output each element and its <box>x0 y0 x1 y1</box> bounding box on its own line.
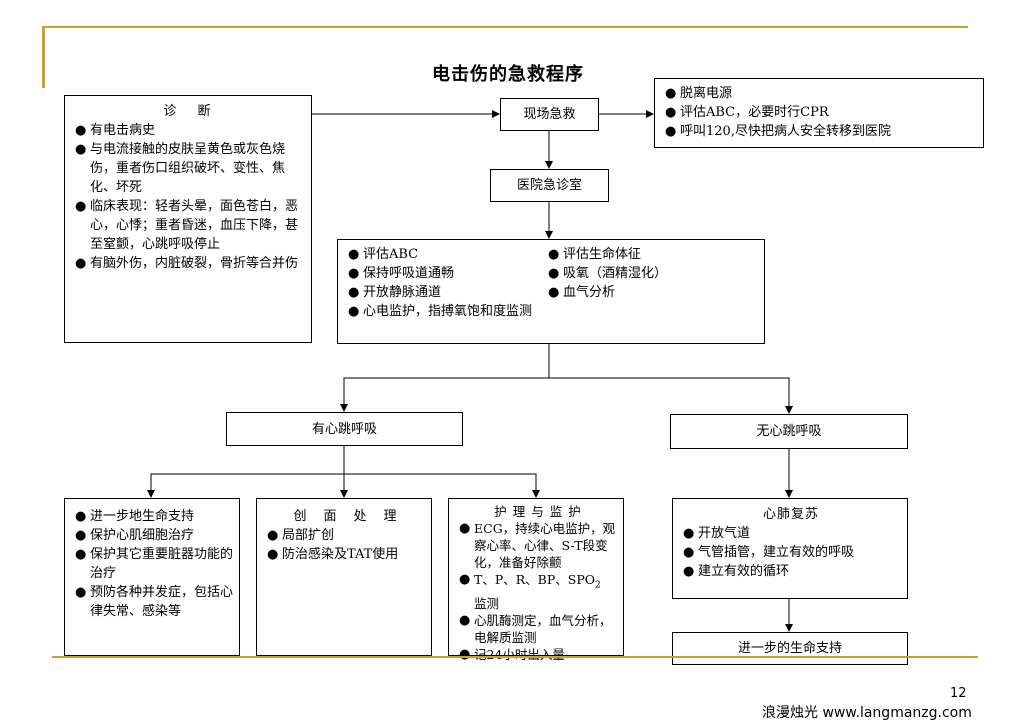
assessment-item: 评估ABC <box>348 245 540 264</box>
split-line-right <box>549 377 793 414</box>
vital-signs-suffix: 监测 <box>474 595 500 611</box>
spo2-subscript: 2 <box>594 580 601 591</box>
hospital-er-box: 医院急诊室 <box>490 169 609 202</box>
diagnosis-item: 临床表现：轻者头晕，面色苍白，恶心，心悸；重者昏迷，血压下降，甚至窒颤，心跳呼吸… <box>75 197 303 254</box>
cpr-item: 气管插管，建立有效的呼吸 <box>683 543 899 562</box>
onsite-action-item: 评估ABC，必要时行CPR <box>665 103 973 122</box>
assessment-item: 评估生命体征 <box>548 245 728 264</box>
assessment-item: 保持呼吸道通畅 <box>348 264 540 283</box>
cpr-item: 开放气道 <box>683 524 899 543</box>
watermark-text: 浪漫烛光 www.langmanzg.com <box>762 705 972 721</box>
page-number: 12 <box>950 686 967 701</box>
arrow-to-life-support <box>147 473 344 498</box>
nursing-item: 记24小时出入量 <box>459 646 617 663</box>
assessment-item: 心电监护，指搏氧饱和度监测 <box>348 302 754 321</box>
wound-care-item: 局部扩创 <box>267 526 425 545</box>
split-line <box>340 344 550 412</box>
decorative-line-top <box>42 26 968 28</box>
nursing-item: ECG，持续心电监护，观察心率、心律、S-T段变化，准备好除颤 <box>459 520 617 571</box>
wound-care-heading: 创 面 处 理 <box>293 509 399 524</box>
advanced-life-support-label: 进一步的生命支持 <box>737 641 842 656</box>
decorative-line-vertical <box>42 26 45 88</box>
wound-care-item: 防治感染及TAT使用 <box>267 545 425 564</box>
cpr-heading: 心肺复苏 <box>762 507 819 522</box>
onsite-action-item: 呼叫120,尽快把病人安全转移到医院 <box>665 122 973 141</box>
nursing-monitoring-box: 护 理 与 监 护 ECG，持续心电监护，观察心率、心律、S-T段变化，准备好除… <box>448 498 624 663</box>
life-support-box: 进一步地生命支持 保护心肌细胞治疗 保护其它重要脏器功能的治疗 预防各种并发症，… <box>64 498 240 656</box>
advanced-life-support-box: 进一步的生命支持 <box>672 632 908 665</box>
onsite-actions-box: 脱离电源 评估ABC，必要时行CPR 呼叫120,尽快把病人安全转移到医院 <box>654 78 984 148</box>
life-support-item: 保护心肌细胞治疗 <box>75 526 233 545</box>
vital-signs-text: T、P、R、BP、SPO <box>474 572 595 587</box>
assessment-item: 吸氧（酒精湿化） <box>548 264 728 283</box>
diagnosis-item: 有脑外伤，内脏破裂，骨折等合并伤 <box>75 254 303 273</box>
hospital-er-label: 医院急诊室 <box>516 178 582 193</box>
arrow-to-nursing <box>344 473 540 498</box>
with-heartbeat-label: 有心跳呼吸 <box>311 421 377 437</box>
no-heartbeat-box: 无心跳呼吸 <box>670 414 908 449</box>
wound-care-box: 创 面 处 理 局部扩创 防治感染及TAT使用 <box>256 498 432 656</box>
page-title: 电击伤的急救程序 <box>432 64 584 85</box>
nursing-item: T、P、R、BP、SPO2 监测 <box>459 571 617 612</box>
diagnosis-heading: 诊 断 <box>163 104 215 119</box>
cpr-item: 建立有效的循环 <box>683 562 899 581</box>
diagnosis-item: 与电流接触的皮肤呈黄色或灰色烧伤，重者伤口组织破坏、变性、焦化、坏死 <box>75 140 303 197</box>
diagnosis-item: 有电击病史 <box>75 121 303 140</box>
decorative-line-bottom <box>52 656 978 658</box>
onsite-action-item: 脱离电源 <box>665 84 973 103</box>
cpr-box: 心肺复苏 开放气道 气管插管，建立有效的呼吸 建立有效的循环 <box>672 498 908 599</box>
diagnosis-box: 诊 断 有电击病史 与电流接触的皮肤呈黄色或灰色烧伤，重者伤口组织破坏、变性、焦… <box>64 95 312 343</box>
with-heartbeat-box: 有心跳呼吸 <box>226 412 463 446</box>
onsite-emergency-box: 现场急救 <box>500 98 599 131</box>
nursing-heading: 护 理 与 监 护 <box>494 504 582 519</box>
hospital-assessment-box: 评估ABC 评估生命体征 保持呼吸道通畅 吸氧（酒精湿化） 开放静脉通道 血气分… <box>337 239 765 344</box>
assessment-item: 血气分析 <box>548 283 728 302</box>
onsite-emergency-label: 现场急救 <box>523 107 576 122</box>
life-support-item: 预防各种并发症，包括心律失常、感染等 <box>75 583 233 621</box>
assessment-item: 开放静脉通道 <box>348 283 540 302</box>
no-heartbeat-label: 无心跳呼吸 <box>756 424 822 439</box>
nursing-item: 心肌酶测定，血气分析，电解质监测 <box>459 612 617 646</box>
life-support-item: 进一步地生命支持 <box>75 507 233 526</box>
life-support-item: 保护其它重要脏器功能的治疗 <box>75 545 233 583</box>
